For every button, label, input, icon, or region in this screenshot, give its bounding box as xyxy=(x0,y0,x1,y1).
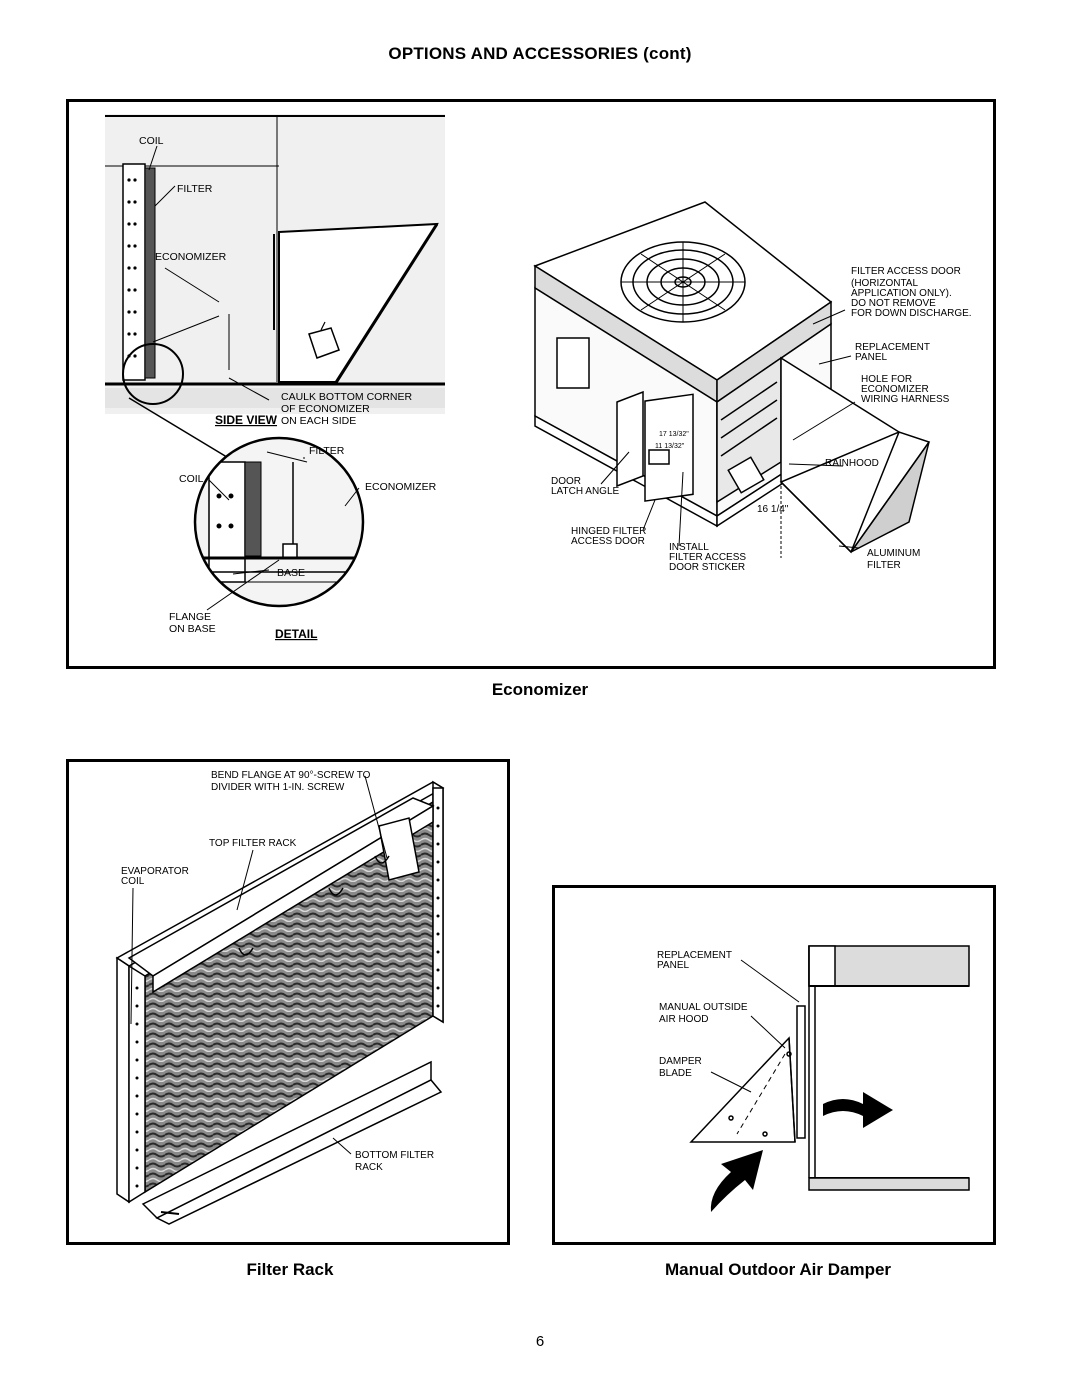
side-view-drawing xyxy=(105,114,445,475)
filter-rack-figure-frame: BEND FLANGE AT 90°-SCREW TO DIVIDER WITH… xyxy=(66,759,510,1245)
top-filter-rack-label: TOP FILTER RACK xyxy=(209,838,297,849)
manual-outside-air-hood-line-1: MANUAL OUTSIDE xyxy=(659,1002,748,1013)
detail-flange-line-2: ON BASE xyxy=(169,623,216,635)
dimension-16-1-4: 16 1/4" xyxy=(757,504,789,515)
replacement-panel-line-1: REPLACEMENT xyxy=(855,342,930,353)
hole-for-harness-line-1: HOLE FOR xyxy=(861,374,912,385)
rainhood-label: RAINHOOD xyxy=(825,458,879,469)
damper-replacement-panel-line-2: PANEL xyxy=(657,960,689,971)
side-view-economizer-label: ECONOMIZER xyxy=(155,251,227,263)
door-latch-line-1: DOOR xyxy=(551,476,581,487)
economizer-caption: Economizer xyxy=(491,680,589,699)
economizer-figure-frame: COIL FILTER ECONOMIZER CAULK BOTTOM CORN… xyxy=(66,99,996,669)
replacement-panel-line-2: PANEL xyxy=(855,352,887,363)
filter-access-door-line-1: FILTER ACCESS DOOR xyxy=(851,266,961,277)
dimension-17-13-32: 17 13/32" xyxy=(659,431,689,438)
detail-economizer-label: ECONOMIZER xyxy=(365,481,437,493)
side-view-title: SIDE VIEW xyxy=(215,413,278,427)
hole-for-harness-line-3: WIRING HARNESS xyxy=(861,394,950,405)
exhaust-air-arrow xyxy=(823,1092,893,1128)
damper-blade-line-2: BLADE xyxy=(659,1068,692,1079)
dimension-11-13-32: 11 13/32" xyxy=(655,443,685,450)
install-sticker-line-2: FILTER ACCESS xyxy=(669,552,746,563)
hinged-filter-door-line-2: ACCESS DOOR xyxy=(571,536,645,547)
detail-title: DETAIL xyxy=(275,627,317,641)
hinged-filter-door-line-1: HINGED FILTER xyxy=(571,526,646,537)
perforation-dots xyxy=(135,806,440,1188)
filter-access-door-line-3: APPLICATION ONLY). xyxy=(851,288,952,299)
detail-coil-label: COIL xyxy=(179,473,204,485)
filter-rack-drawing xyxy=(115,780,445,1225)
detail-flange-line-1: FLANGE xyxy=(169,611,211,623)
detail-filter-label: FILTER xyxy=(309,445,345,457)
filter-access-door-line-5: FOR DOWN DISCHARGE. xyxy=(851,308,972,319)
detail-base-label: BASE xyxy=(277,567,305,579)
damper-caption: Manual Outdoor Air Damper xyxy=(664,1260,892,1279)
rooftop-unit-drawing xyxy=(533,201,931,558)
damper-drawing xyxy=(689,945,970,1191)
bottom-filter-rack-line-2: RACK xyxy=(355,1162,383,1173)
economizer-illustration: COIL FILTER ECONOMIZER CAULK BOTTOM CORN… xyxy=(105,114,972,641)
damper-leaders xyxy=(710,959,800,1093)
aluminum-filter-line-1: ALUMINUM xyxy=(867,548,920,559)
door-latch-line-2: LATCH ANGLE xyxy=(551,486,619,497)
page-number: 6 xyxy=(535,1333,545,1350)
damper-figure-frame: REPLACEMENT PANEL MANUAL OUTSIDE AIR HOO… xyxy=(552,885,996,1245)
intake-air-arrow xyxy=(710,1150,763,1212)
side-view-caulk-line-1: CAULK BOTTOM CORNER xyxy=(281,391,412,403)
evaporator-coil-line-2: COIL xyxy=(121,876,145,887)
side-view-caulk-line-2: OF ECONOMIZER xyxy=(281,403,370,415)
install-sticker-line-1: INSTALL xyxy=(669,542,709,553)
unit-leader-lines xyxy=(600,309,860,549)
filter-rack-caption: Filter Rack xyxy=(246,1260,334,1279)
bottom-filter-rack-line-1: BOTTOM FILTER xyxy=(355,1150,434,1161)
hole-for-harness-line-2: ECONOMIZER xyxy=(861,384,929,395)
page-title: OPTIONS AND ACCESSORIES (cont) xyxy=(388,44,692,63)
filter-access-door-line-4: DO NOT REMOVE xyxy=(851,298,936,309)
bend-flange-line-1: BEND FLANGE AT 90°-SCREW TO xyxy=(211,770,371,781)
damper-replacement-panel-line-1: REPLACEMENT xyxy=(657,950,732,961)
damper-blade-line-1: DAMPER xyxy=(659,1056,702,1067)
manual-outside-air-hood-line-2: AIR HOOD xyxy=(659,1014,708,1025)
install-sticker-line-3: DOOR STICKER xyxy=(669,562,745,573)
bend-flange-line-2: DIVIDER WITH 1-IN. SCREW xyxy=(211,782,345,793)
side-view-filter-label: FILTER xyxy=(177,183,213,195)
side-view-caulk-line-3: ON EACH SIDE xyxy=(281,415,356,427)
damper-illustration: REPLACEMENT PANEL MANUAL OUTSIDE AIR HOO… xyxy=(657,945,970,1212)
aluminum-filter-line-2: FILTER xyxy=(867,560,901,571)
filter-access-door-line-2: (HORIZONTAL xyxy=(851,278,918,289)
detail-drawing xyxy=(193,436,365,611)
filter-rack-illustration: BEND FLANGE AT 90°-SCREW TO DIVIDER WITH… xyxy=(115,770,445,1225)
evaporator-coil-line-1: EVAPORATOR xyxy=(121,866,189,877)
filter-rack-leaders xyxy=(130,775,388,1155)
side-view-coil-label: COIL xyxy=(139,135,164,147)
